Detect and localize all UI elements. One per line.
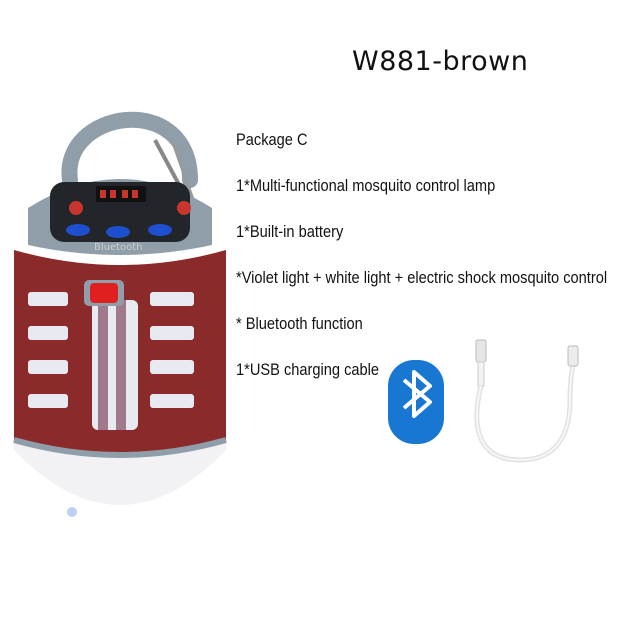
package-line: 1*USB charging cable — [236, 360, 380, 379]
usb-cable-image — [474, 339, 579, 463]
package-line: *Violet light + white light + electric s… — [236, 268, 608, 287]
package-line: * Bluetooth function — [236, 314, 363, 333]
package-line: 1*Built-in battery — [236, 222, 344, 241]
package-line: 1*Multi-functional mosquito control lamp — [236, 176, 496, 195]
product-title: W881-brown — [352, 46, 529, 77]
package-line: Package C — [236, 130, 308, 149]
package-contents: Package C 1*Multi-functional mosquito co… — [236, 130, 607, 406]
lamp-label: Bluetooth — [94, 242, 143, 253]
bluetooth-icon — [388, 360, 444, 444]
